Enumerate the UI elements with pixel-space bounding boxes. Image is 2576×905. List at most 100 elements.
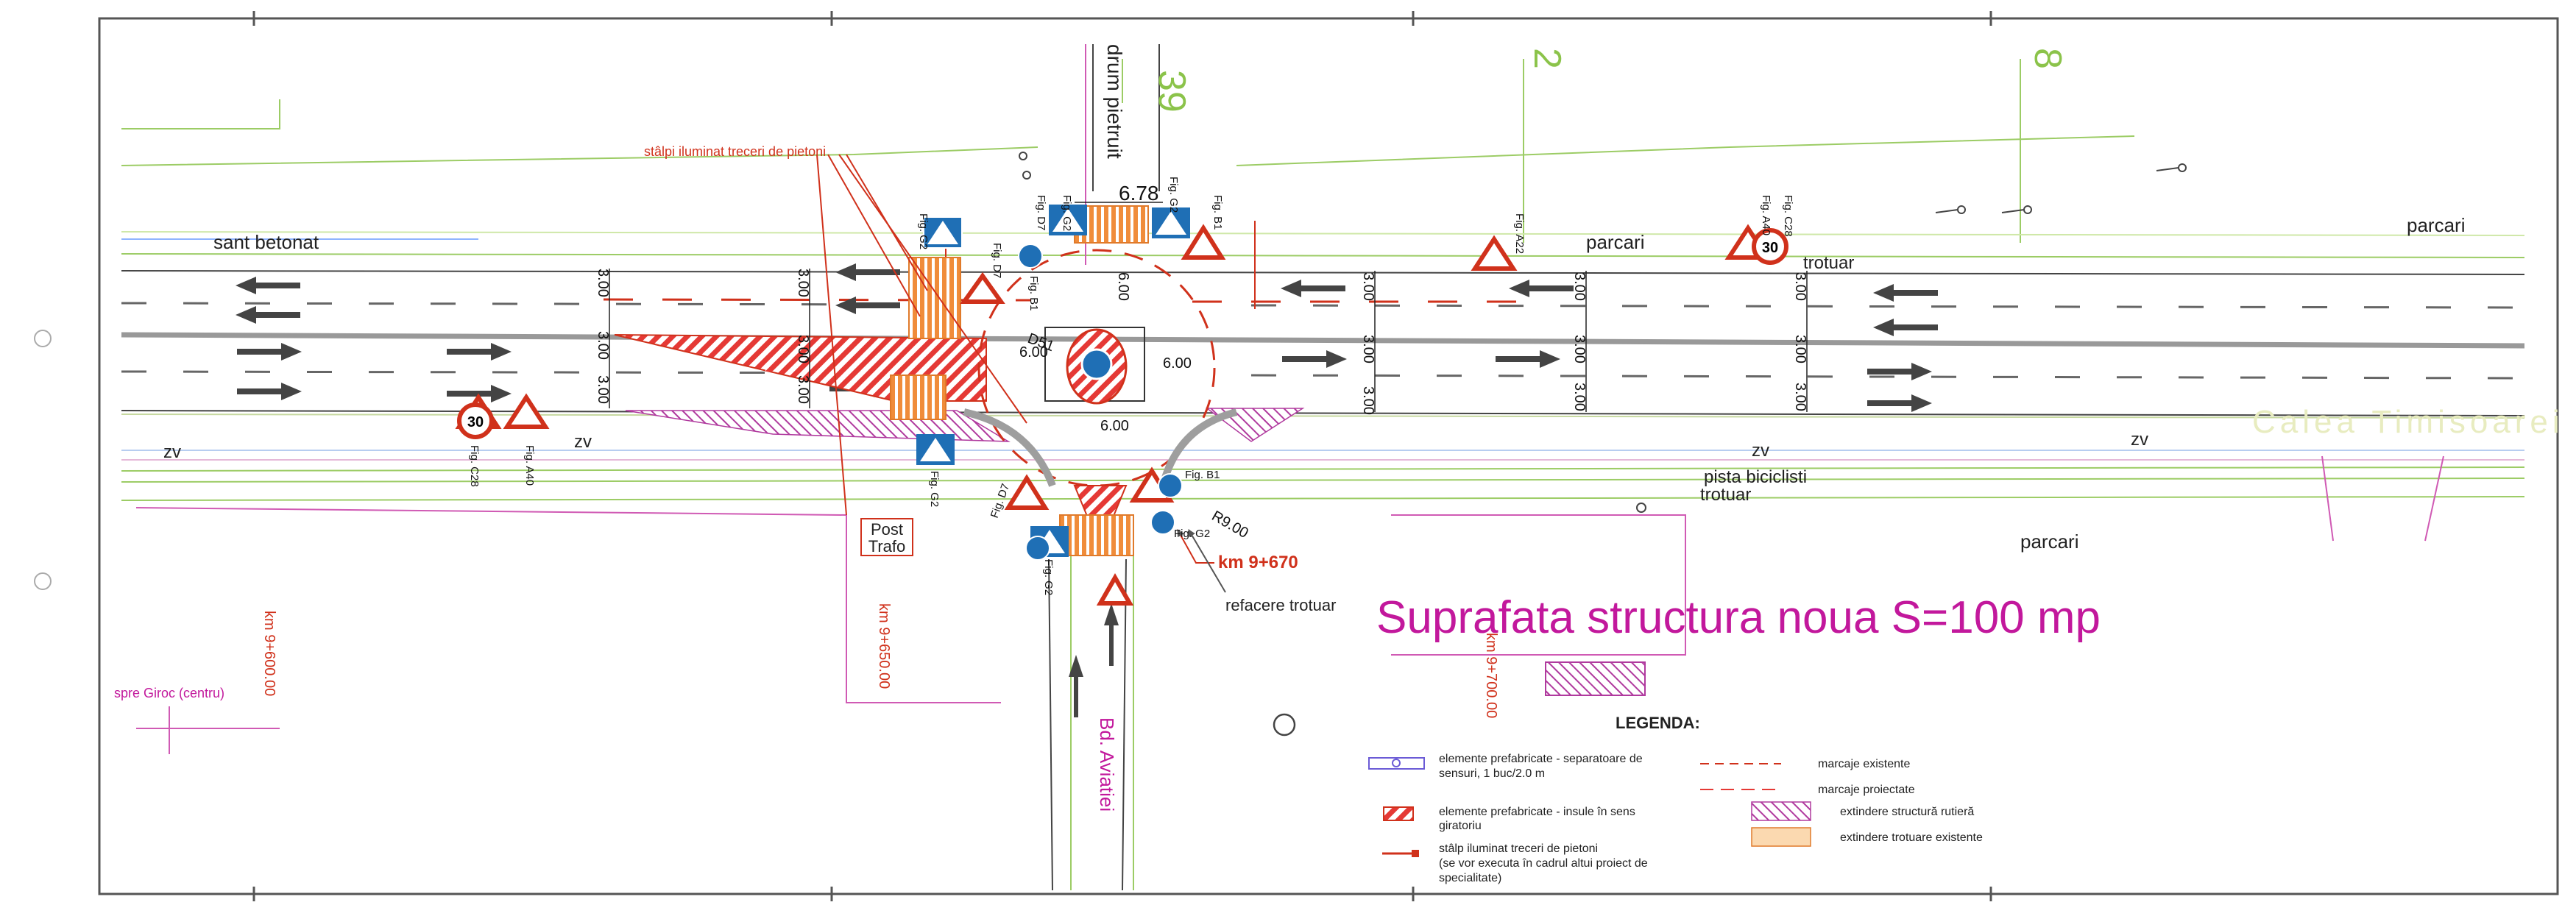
label-spre-giroc: spre Giroc (centru)	[114, 686, 224, 700]
label-km-700: km 9+700.00	[1483, 633, 1499, 718]
suprafata-hatch-sample	[1545, 661, 1646, 696]
svg-text:3.00: 3.00	[595, 375, 611, 404]
legend-item: stâlp iluminat treceri de pietoni (se vo…	[1382, 842, 1648, 884]
svg-text:elemente prefabricate - separa: elemente prefabricate - separatoare de	[1439, 753, 1643, 765]
label-refacere-trotuar: refacere trotuar	[1225, 596, 1336, 614]
arrow-left-icon	[236, 306, 300, 324]
svg-text:3.00: 3.00	[1360, 386, 1376, 415]
svg-text:6.00: 6.00	[1163, 355, 1192, 372]
svg-text:Fig. G2: Fig. G2	[1174, 528, 1210, 540]
svg-text:giratoriu: giratoriu	[1439, 820, 1482, 832]
punch-hole-icon	[34, 330, 52, 347]
svg-text:Fig. G2: Fig. G2	[1061, 195, 1073, 231]
label-post-trafo: Trafo	[868, 537, 906, 556]
svg-text:3.00: 3.00	[1792, 335, 1808, 363]
svg-text:Fig. A40: Fig. A40	[1760, 195, 1772, 235]
label-km-650: km 9+650.00	[876, 603, 892, 689]
svg-text:(se vor executa în cadrul altu: (se vor executa în cadrul altui proiect …	[1439, 857, 1648, 870]
svg-text:extindere structură rutieră: extindere structură rutieră	[1840, 806, 1974, 818]
label-post-trafo: Post	[871, 520, 903, 539]
svg-text:Fig. D7: Fig. D7	[1035, 195, 1047, 230]
arrow-left-icon	[236, 277, 300, 294]
label-parcari: parcari	[2020, 530, 2078, 553]
arrow-left-icon	[1873, 319, 1938, 336]
legend: LEGENDA: elemente prefabricate - separat…	[1368, 714, 1983, 884]
svg-text:Fig. A40: Fig. A40	[523, 445, 536, 486]
speed-limit-sign-icon: 30 30	[457, 228, 1788, 439]
label-suprafata-structura: Suprafata structura noua S=100 mp	[1376, 592, 2101, 643]
label-km-600: km 9+600.00	[261, 611, 277, 696]
svg-text:Fig. B1: Fig. B1	[1211, 195, 1224, 230]
label-parcari: parcari	[1586, 231, 1644, 253]
label-zv: zv	[1752, 441, 1769, 461]
sign-figure-labels: Fig. G2 Fig. D7 Fig. G2 Fig. G2 Fig. B1 …	[468, 177, 1794, 595]
svg-text:Fig. D7: Fig. D7	[991, 243, 1003, 278]
legend-item: marcaje proiectate	[1700, 784, 1915, 796]
svg-text:3.00: 3.00	[795, 269, 811, 297]
svg-text:Fig. A22: Fig. A22	[1513, 213, 1526, 254]
svg-text:6.00: 6.00	[1115, 272, 1131, 301]
svg-text:marcaje proiectate: marcaje proiectate	[1818, 784, 1915, 796]
svg-text:Fig. G2: Fig. G2	[917, 213, 930, 249]
svg-text:3.00: 3.00	[795, 335, 811, 363]
arrow-left-icon	[1281, 280, 1345, 297]
sheet-number: 2	[1526, 48, 1568, 69]
svg-text:3.00: 3.00	[1571, 335, 1588, 363]
label-km-670: km 9+670	[1218, 553, 1298, 572]
svg-text:Fig. G2: Fig. G2	[928, 471, 941, 507]
existing-poles	[1019, 152, 2187, 737]
sheet-frame	[98, 17, 2559, 895]
arrow-right-icon	[447, 343, 512, 361]
arrow-left-icon	[835, 263, 900, 281]
svg-text:6.00: 6.00	[1019, 344, 1048, 361]
zebra-crossings	[765, 205, 1149, 556]
svg-text:Fig. D7: Fig. D7	[988, 482, 1013, 519]
svg-text:specialitate): specialitate)	[1439, 872, 1501, 884]
svg-text:Fig. B1: Fig. B1	[1027, 276, 1040, 311]
label-zv: zv	[2131, 430, 2148, 450]
svg-text:3.00: 3.00	[595, 269, 611, 297]
roundabout-sign-icon	[1080, 348, 1113, 380]
svg-text:3.00: 3.00	[795, 375, 811, 404]
sheet-number: 39	[1150, 70, 1193, 113]
legend-title: LEGENDA:	[1616, 714, 1700, 732]
dimension-lines	[609, 202, 1808, 412]
svg-text:3.00: 3.00	[595, 331, 611, 360]
label-parcari: parcari	[2407, 214, 2465, 236]
svg-text:3.00: 3.00	[1792, 272, 1808, 301]
svg-text:3.00: 3.00	[1571, 383, 1588, 411]
lane-arrows	[236, 263, 1938, 717]
arrow-left-icon	[835, 297, 900, 314]
sheet-number: 8	[2026, 48, 2069, 69]
arrow-right-icon	[1282, 350, 1347, 368]
svg-text:3.00: 3.00	[1792, 383, 1808, 411]
svg-text:6.00: 6.00	[1100, 418, 1129, 434]
svg-text:stâlp iluminat treceri de piet: stâlp iluminat treceri de pietoni	[1439, 842, 1598, 855]
svg-text:30: 30	[1762, 240, 1778, 256]
arrow-right-icon	[1496, 350, 1560, 368]
label-bd-aviatiei: Bd. Aviatiei	[1096, 717, 1118, 812]
svg-text:elemente prefabricate - insule: elemente prefabricate - insule în sens	[1439, 806, 1635, 818]
legend-item: marcaje existente	[1700, 758, 1910, 770]
arrow-left-icon	[1509, 280, 1574, 297]
svg-text:Fig. B1: Fig. B1	[1185, 469, 1220, 481]
svg-text:R9.00: R9.00	[1209, 508, 1251, 542]
svg-text:marcaje existente: marcaje existente	[1818, 758, 1910, 770]
svg-text:Fig. G2: Fig. G2	[1042, 559, 1055, 595]
road-signs: 30 30	[455, 205, 1788, 606]
label-calea-timisoarei: Calea Timisoarei	[2252, 404, 2564, 440]
label-trotuar: trotuar	[1700, 485, 1751, 505]
label-sant-betonat: sant betonat	[213, 231, 319, 253]
roundabout-mandatory-sign-icon	[1018, 244, 1183, 561]
svg-text:3.00: 3.00	[1571, 272, 1588, 301]
label-zv: zv	[574, 432, 592, 452]
svg-text:Fig. C28: Fig. C28	[1782, 195, 1794, 237]
label-stalpi-iluminat: stâlpi iluminat treceri de pietoni	[644, 144, 826, 159]
arrow-right-icon	[237, 383, 302, 400]
label-zv: zv	[163, 442, 181, 462]
svg-text:Fig. C28: Fig. C28	[468, 445, 481, 487]
arrow-up-icon	[1104, 603, 1119, 666]
legend-item: elemente prefabricate - separatoare de s…	[1368, 753, 1643, 780]
punch-hole-icon	[34, 572, 52, 590]
svg-text:3.00: 3.00	[1360, 272, 1376, 301]
